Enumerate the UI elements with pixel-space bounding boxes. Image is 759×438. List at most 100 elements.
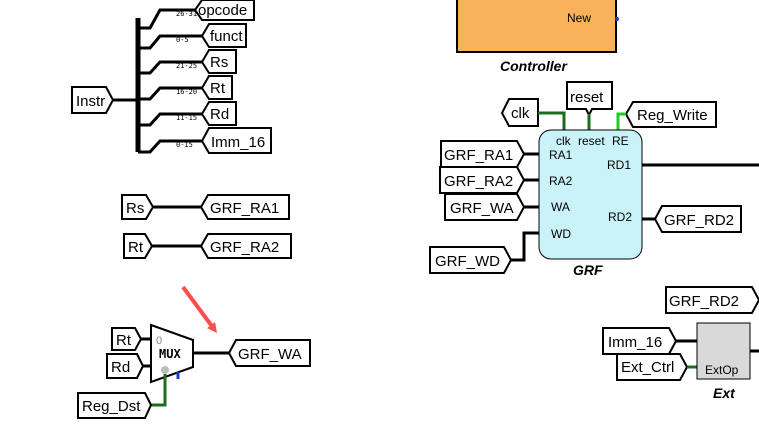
mux-input-index: 0 [156, 335, 162, 347]
ext-port-extop: ExtOp [705, 363, 739, 377]
controller-body[interactable] [456, 0, 617, 53]
tunnel-ext-imm16-label: Imm_16 [608, 334, 662, 351]
tunnel-rd-label: Rd [210, 106, 229, 123]
bits-rd: 11-15 [176, 114, 197, 122]
controller-pin-new [615, 17, 619, 21]
mux-body[interactable] [150, 323, 194, 384]
tunnel-instr[interactable]: Instr [71, 86, 115, 114]
tunnel-ext-grf-rd2[interactable]: GRF_RD2 [665, 286, 759, 314]
tunnel-rd[interactable]: Rd [200, 101, 237, 126]
tunnel-reg-dst[interactable]: Reg_Dst [77, 392, 153, 419]
tunnel-ra1-dst-label: GRF_RA1 [210, 200, 279, 217]
tunnel-mux-rd-label: Rd [111, 359, 130, 376]
wire-mux-select [151, 374, 167, 407]
grf-port-clk: clk [556, 134, 572, 148]
tunnel-ra2-dst-label: GRF_RA2 [210, 239, 279, 256]
tunnel-ext-grf-rd2-label: GRF_RD2 [669, 293, 739, 310]
tunnel-rt-src[interactable]: Rt [123, 233, 154, 259]
tunnel-grf-ra1-label: GRF_RA1 [444, 147, 513, 164]
tunnel-mux-rt[interactable]: Rt [111, 327, 143, 351]
controller-port-new: New [567, 11, 591, 25]
grf-port-rd1: RD1 [607, 158, 631, 172]
tunnel-opcode[interactable]: opcode [193, 0, 255, 21]
controller-component: New Controller [456, 0, 619, 74]
ext-body[interactable] [696, 322, 751, 380]
controller-title: Controller [500, 58, 568, 74]
wire-clk [538, 111, 566, 130]
tunnel-rs-src-label: Rs [126, 200, 144, 217]
wire-wd [511, 231, 539, 262]
splitter-branches [138, 8, 208, 154]
ext-title: Ext [713, 385, 736, 401]
tunnel-rs-src[interactable]: Rs [121, 194, 155, 220]
ext-component: GRF_RD2 Imm_16 Ext_Ctrl ExtOp Ext [602, 286, 759, 401]
grf-port-re: RE [612, 134, 629, 148]
tunnel-imm16[interactable]: Imm_16 [200, 127, 272, 154]
tunnel-rs[interactable]: Rs [200, 49, 237, 74]
tunnel-reg-dst-label: Reg_Dst [82, 398, 141, 415]
branch-imm16 [138, 139, 208, 154]
tunnel-ext-ctrl[interactable]: Ext_Ctrl [616, 353, 689, 381]
tunnel-funct[interactable]: funct [200, 23, 247, 48]
tunnel-rt-src-label: Rt [128, 239, 144, 256]
branch-funct [138, 34, 207, 50]
tunnel-opcode-label: opcode [198, 2, 247, 19]
grf-body[interactable] [538, 129, 643, 260]
tunnel-mux-rd[interactable]: Rd [106, 353, 145, 379]
grf-port-wa: WA [551, 200, 570, 214]
bits-funct: 0-5 [176, 36, 189, 44]
tunnel-ra1-dst[interactable]: GRF_RA1 [199, 194, 290, 220]
tunnel-reg-write-label: Reg_Write [637, 107, 708, 124]
tunnel-rs-label: Rs [210, 54, 228, 71]
tunnel-rt[interactable]: Rt [200, 75, 233, 100]
reg-dst-mux: Rt Rd 0 MUX Reg_Dst GRF_WA [77, 323, 311, 419]
tunnel-grf-ra1[interactable]: GRF_RA1 [440, 140, 526, 168]
grf-port-rd2: RD2 [608, 210, 632, 224]
tunnel-grf-wa-label: GRF_WA [450, 200, 514, 217]
branch-opcode [138, 8, 195, 30]
tunnel-grf-wd-label: GRF_WD [435, 253, 500, 270]
branch-rt [138, 86, 208, 101]
tunnel-grf-ra2[interactable]: GRF_RA2 [439, 166, 526, 194]
mux-select-pin [161, 366, 169, 374]
tunnel-clk-label: clk [511, 105, 530, 122]
tunnel-rt-label: Rt [210, 80, 226, 97]
wire-reg-write [616, 112, 626, 130]
tunnel-imm16-label: Imm_16 [211, 134, 265, 151]
link-rt-ra2: Rt GRF_RA2 [123, 233, 292, 259]
bits-imm16: 0-15 [176, 141, 193, 149]
tunnel-funct-label: funct [210, 28, 243, 45]
tunnel-grf-wd[interactable]: GRF_WD [429, 246, 513, 274]
tunnel-ext-imm16[interactable]: Imm_16 [602, 327, 678, 355]
grf-port-ra1: RA1 [549, 148, 573, 162]
instruction-splitter: Instr 26-31 0-5 21-25 16-20 11-15 0-15 o… [71, 0, 272, 154]
grf-title: GRF [573, 262, 603, 278]
tunnel-ext-ctrl-label: Ext_Ctrl [621, 359, 674, 376]
bits-rt: 16-20 [176, 88, 197, 96]
grf-port-reset: reset [578, 134, 605, 148]
bits-rs: 21-25 [176, 62, 197, 70]
branch-rs [138, 60, 208, 75]
bits-opcode: 26-31 [176, 10, 197, 18]
link-rs-ra1: Rs GRF_RA1 [121, 194, 290, 220]
branch-rd [138, 112, 207, 127]
tunnel-mux-grf-wa-label: GRF_WA [238, 346, 302, 363]
tunnel-instr-label: Instr [76, 93, 105, 110]
tunnel-clk[interactable]: clk [500, 98, 539, 127]
tunnel-grf-ra2-label: GRF_RA2 [444, 173, 513, 190]
annotation-arrow-icon [181, 285, 217, 334]
tunnel-reset[interactable]: reset [566, 81, 613, 118]
mux-label: MUX [159, 347, 181, 361]
tunnel-grf-wa[interactable]: GRF_WA [444, 193, 526, 221]
grf-component: clk reset Reg_Write clk reset RE RA1 RA2… [429, 81, 759, 278]
tunnel-grf-rd2-label: GRF_RD2 [664, 212, 734, 229]
tunnel-reset-label: reset [570, 89, 604, 106]
grf-port-wd: WD [551, 227, 571, 241]
grf-port-ra2: RA2 [549, 174, 573, 188]
tunnel-mux-grf-wa[interactable]: GRF_WA [227, 339, 311, 367]
tunnel-ra2-dst[interactable]: GRF_RA2 [199, 233, 292, 259]
tunnel-reg-write[interactable]: Reg_Write [624, 101, 717, 128]
tunnel-grf-rd2[interactable]: GRF_RD2 [653, 205, 742, 233]
tunnel-mux-rt-label: Rt [116, 332, 132, 349]
